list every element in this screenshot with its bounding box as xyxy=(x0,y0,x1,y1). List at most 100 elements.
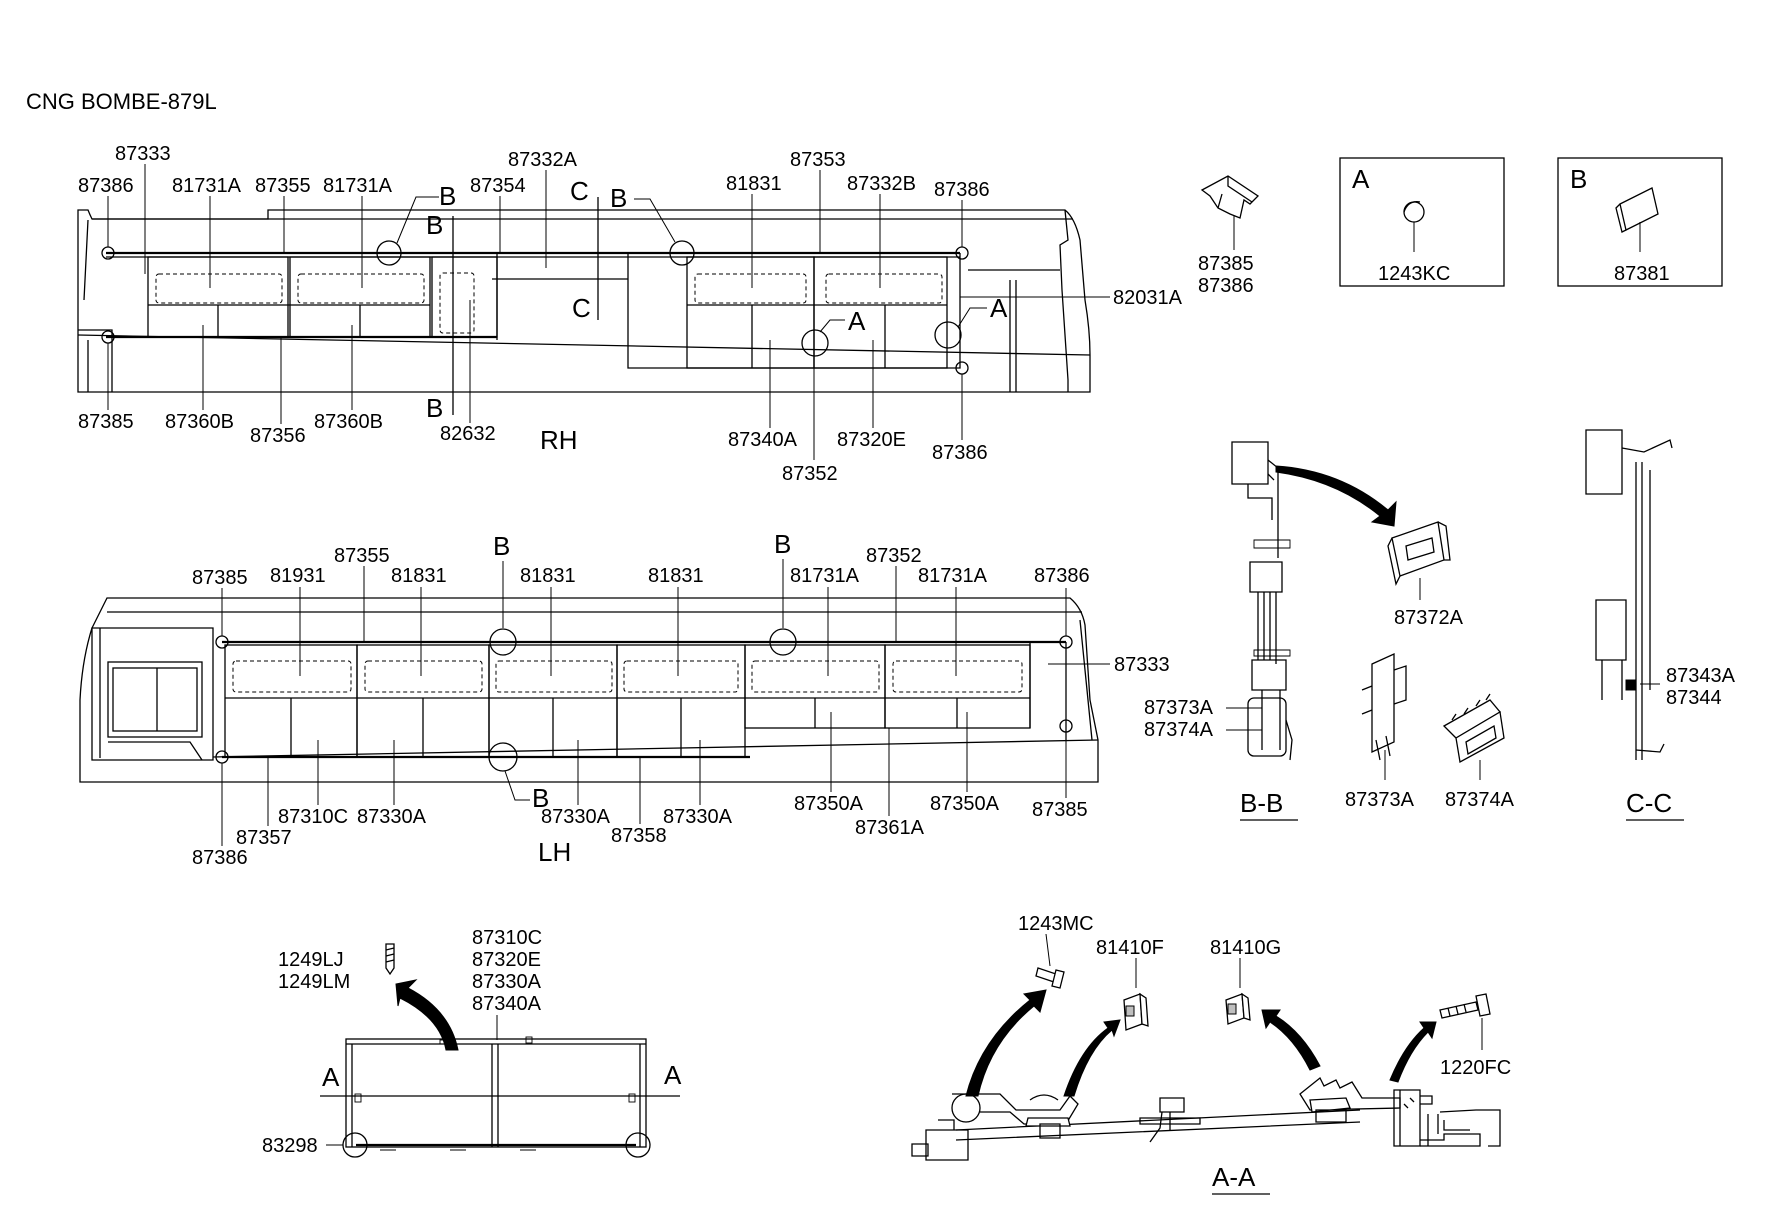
rh-label-81731a-2: 81731A xyxy=(323,175,393,197)
lh-view-label: LH xyxy=(538,837,571,867)
lh-side-view: B B B LH 87385 81931 87355 81831 81831 8… xyxy=(79,529,1170,869)
rh-label-87386-tr: 87386 xyxy=(934,179,990,201)
rh-label-87340a: 87340A xyxy=(728,429,798,451)
window-label-87330a: 87330A xyxy=(472,971,542,993)
rh-front-pillar xyxy=(83,219,89,392)
aa-label-1243mc: 1243MC xyxy=(1018,913,1094,935)
aa-label-81410g: 81410G xyxy=(1210,937,1281,959)
lh-label-87330a-2: 87330A xyxy=(541,806,611,828)
lh-body-outline xyxy=(79,597,1099,783)
lh-label-87310c: 87310C xyxy=(278,806,348,828)
lh-label-87385-br: 87385 xyxy=(1032,799,1088,821)
bb-label-87374a: 87374A xyxy=(1445,789,1515,811)
rh-label-87386-tl: 87386 xyxy=(78,175,134,197)
rh-rear-pillar xyxy=(968,269,1060,392)
rh-label-87386-br: 87386 xyxy=(932,442,988,464)
window-assembly: 1249LJ 1249LM 87310C 87320E 87330A 87340… xyxy=(262,927,682,1158)
rh-label-87332b: 87332B xyxy=(847,173,916,195)
box-a-label: 1243KC xyxy=(1378,263,1450,285)
section-cc: 87343A 87344 C-C xyxy=(1585,429,1736,821)
lh-label-87361a: 87361A xyxy=(855,817,925,839)
lh-label-81731a-1: 81731A xyxy=(790,565,860,587)
rh-rear-edge xyxy=(1059,209,1069,392)
rh-label-81731a-1: 81731A xyxy=(172,175,242,197)
detail-box-a: A 1243KC xyxy=(1339,157,1505,287)
box-b-marker: B xyxy=(1570,164,1587,194)
lh-label-87330a-1: 87330A xyxy=(357,806,427,828)
bb-view-label: B-B xyxy=(1240,788,1283,818)
clip-label-87386: 87386 xyxy=(1198,275,1254,297)
lh-front-section xyxy=(91,627,214,761)
lh-label-87386-tr: 87386 xyxy=(1034,565,1090,587)
rh-side-view: B B B B C C A A RH 87333 87386 81731A 87… xyxy=(77,143,1183,485)
lh-detail-circle-b xyxy=(769,628,797,656)
diagram-title: CNG BOMBE-879L xyxy=(26,89,217,114)
rh-label-87354: 87354 xyxy=(470,175,526,197)
lh-label-87386-bl: 87386 xyxy=(192,847,248,869)
clip-87372a xyxy=(1387,521,1451,586)
window-label-87340a: 87340A xyxy=(472,993,542,1015)
bb-label-87373a: 87373A xyxy=(1345,789,1415,811)
lh-label-87333: 87333 xyxy=(1114,654,1170,676)
lh-label-87350a-2: 87350A xyxy=(930,793,1000,815)
lh-label-87358: 87358 xyxy=(611,825,667,847)
rh-label-82632: 82632 xyxy=(440,423,496,445)
cc-view-label: C-C xyxy=(1626,788,1672,818)
bb-label-87373a-left: 87373A xyxy=(1144,697,1214,719)
detail-box-b: B 87381 xyxy=(1557,157,1723,287)
rh-view-label: RH xyxy=(540,425,578,455)
aa-label-81410f: 81410F xyxy=(1096,937,1164,959)
rh-detail-circle-a xyxy=(801,329,829,357)
lh-label-81731a-2: 81731A xyxy=(918,565,988,587)
lh-marker-b-2: B xyxy=(774,529,791,559)
rh-label-87355: 87355 xyxy=(255,175,311,197)
lh-front-door xyxy=(107,661,203,761)
lh-detail-circle-b xyxy=(489,628,517,656)
rh-section-c-bottom: C xyxy=(572,293,591,323)
window-corner-marker xyxy=(625,1132,651,1158)
box-a-marker: A xyxy=(1352,164,1370,194)
window-label-83298: 83298 xyxy=(262,1135,318,1157)
window-label-1249lj: 1249LJ xyxy=(278,949,344,971)
lh-label-87330a-3: 87330A xyxy=(663,806,733,828)
window-label-87310c: 87310C xyxy=(472,927,542,949)
rh-marker-a: A xyxy=(848,306,866,336)
rh-detail-circle-b xyxy=(376,240,402,266)
rh-label-87360b-1: 87360B xyxy=(165,411,234,433)
lh-window-row xyxy=(224,644,1031,758)
lh-label-87357: 87357 xyxy=(236,827,292,849)
rh-label-87353: 87353 xyxy=(790,149,846,171)
rh-label-87332a: 87332A xyxy=(508,149,578,171)
rh-label-82031a: 82031A xyxy=(1113,287,1183,309)
rh-detail-circle-b xyxy=(669,240,695,266)
window-label-1249lm: 1249LM xyxy=(278,971,350,993)
rh-section-b-top: B xyxy=(426,210,443,240)
lh-label-81831-2: 81831 xyxy=(520,565,576,587)
rh-label-87360b-2: 87360B xyxy=(314,411,383,433)
lh-label-87385-tl: 87385 xyxy=(192,567,248,589)
rh-body-outline xyxy=(77,209,1091,393)
lh-label-87352: 87352 xyxy=(866,545,922,567)
window-section-a-left: A xyxy=(322,1062,340,1092)
window-label-87320e: 87320E xyxy=(472,949,541,971)
section-aa: 1243MC 81410F 81410G 1220FC xyxy=(911,913,1511,1195)
lh-label-81831-3: 81831 xyxy=(648,565,704,587)
assembly-arrow-icon xyxy=(395,979,459,1051)
rh-label-87352: 87352 xyxy=(782,463,838,485)
bb-label-87374a-left: 87374A xyxy=(1144,719,1214,741)
window-section-a-right: A xyxy=(664,1060,682,1090)
lh-marker-b-3: B xyxy=(532,783,549,813)
lh-label-81931: 81931 xyxy=(270,565,326,587)
lh-label-81831-1: 81831 xyxy=(391,565,447,587)
clip-87374a xyxy=(1442,693,1505,764)
lh-detail-circle-b xyxy=(488,742,518,772)
clip-81410g-icon xyxy=(1225,992,1251,1025)
aa-label-1220fc: 1220FC xyxy=(1440,1057,1511,1079)
rh-detail-circle-a xyxy=(934,321,962,349)
rh-front-lower xyxy=(78,329,113,392)
rh-marker-b-2: B xyxy=(610,183,627,213)
rh-section-c-top: C xyxy=(570,176,589,206)
lh-marker-b-1: B xyxy=(493,531,510,561)
lh-label-87350a-1: 87350A xyxy=(794,793,864,815)
